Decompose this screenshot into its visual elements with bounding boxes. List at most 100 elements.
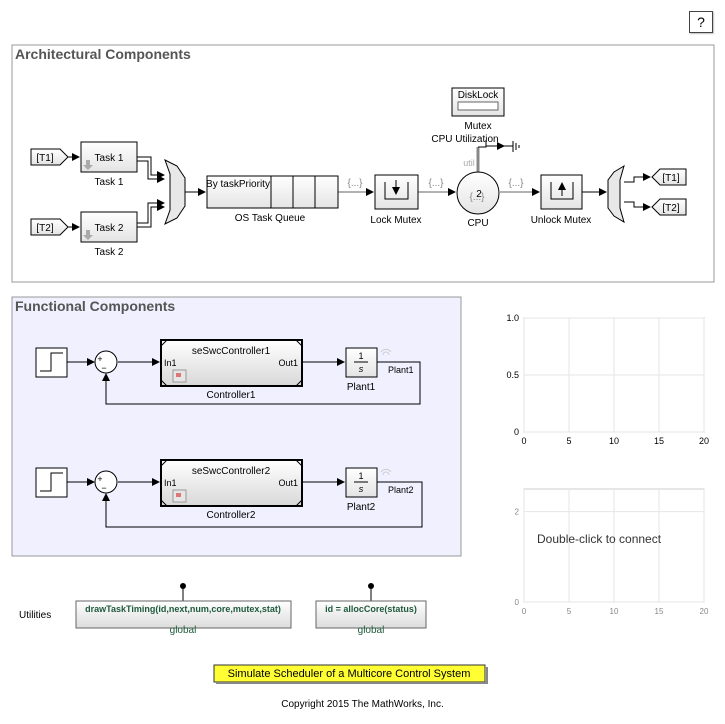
architectural-area-title: Architectural Components: [15, 46, 191, 62]
y-tick-label: 0: [514, 427, 519, 437]
plot-2-grid: [523, 489, 705, 603]
x-tick-label: 5: [567, 607, 572, 616]
controller1-title: seSwcController1: [192, 346, 271, 357]
architecture-wires: [68, 140, 651, 231]
controller2-in-port: In1: [164, 478, 177, 488]
unlock-mutex-name: Unlock Mutex: [531, 215, 592, 226]
functional-area-title: Functional Components: [15, 298, 175, 314]
plant1-block[interactable]: 1 s Plant1: [345, 347, 378, 393]
bus-signal-1: {...}: [347, 178, 363, 189]
plant1-name: Plant1: [347, 382, 376, 393]
x-tick-label: 0: [521, 436, 526, 446]
task2-block-label: Task 2: [95, 223, 124, 234]
sum-block-2[interactable]: + −: [94, 470, 118, 494]
from-tag-t1-label: [T1]: [36, 153, 53, 164]
x-tick-label: 15: [654, 436, 664, 446]
task-arrow-icon: [83, 230, 93, 240]
help-button[interactable]: ?: [689, 11, 713, 33]
y-tick-label: 0: [515, 598, 520, 607]
utility-function-draw-task-timing[interactable]: drawTaskTiming(id,next,num,core,mutex,st…: [75, 583, 292, 636]
message-merge-block[interactable]: [164, 158, 186, 226]
unlock-mutex-block[interactable]: Unlock Mutex: [531, 174, 592, 226]
alloc-core-scope: global: [358, 625, 385, 636]
step-source-2[interactable]: [35, 467, 68, 498]
plant1-den: s: [359, 364, 364, 374]
functional-area[interactable]: Functional Components: [11, 296, 462, 557]
goto-tag-t2[interactable]: [T2]: [651, 198, 687, 216]
task1-block[interactable]: Task 1 Task 1: [80, 141, 138, 188]
draw-task-timing-scope: global: [170, 625, 197, 636]
controller1-out-port: Out1: [278, 358, 298, 368]
plot-2-connect-hint[interactable]: Double-click to connect: [537, 532, 662, 546]
disklock-mutex-block[interactable]: DiskLock Mutex: [451, 87, 505, 132]
plant2-block[interactable]: 1 s Plant2: [345, 467, 378, 513]
task1-block-label: Task 1: [95, 153, 124, 164]
lock-mutex-name: Lock Mutex: [370, 215, 421, 226]
bus-signal-2: {...}: [428, 178, 444, 189]
utility-function-alloc-core[interactable]: id = allocCore(status) global: [315, 583, 427, 636]
sum-plus-2: +: [97, 474, 102, 484]
alloc-core-signature: id = allocCore(status): [325, 604, 417, 614]
model-reference-icon: [172, 489, 187, 503]
plant2-name: Plant2: [347, 502, 376, 513]
goto-tag-t1-label: [T1]: [662, 173, 679, 184]
queue-order-label: By taskPriority: [206, 179, 270, 190]
utilities-label: Utilities: [19, 610, 51, 621]
task1-name: Task 1: [95, 177, 124, 188]
x-tick-label: 20: [700, 607, 709, 616]
controller2-title: seSwcController2: [192, 466, 271, 477]
plot-1-grid: [523, 317, 705, 433]
x-tick-label: 0: [522, 607, 527, 616]
task2-block[interactable]: Task 2 Task 2: [80, 211, 138, 258]
plant1-output-label: Plant1: [388, 365, 414, 375]
signal-logging-icon: [380, 468, 392, 476]
controller1-name: Controller1: [207, 390, 256, 401]
queue-name: OS Task Queue: [235, 213, 306, 224]
mutex-name: Mutex: [464, 121, 491, 132]
x-tick-label: 15: [655, 607, 664, 616]
utilization-terminator[interactable]: [504, 141, 520, 152]
output-switch-block[interactable]: [607, 164, 625, 224]
goto-tag-t2-label: [T2]: [662, 203, 679, 214]
cpu-name: CPU: [467, 218, 488, 229]
sum-block-1[interactable]: + −: [94, 350, 118, 374]
plant2-output-label: Plant2: [388, 485, 414, 495]
bus-signal-labels: {...} {...} {...}: [347, 178, 524, 189]
sum-minus-1: −: [101, 363, 106, 373]
sum-plus-1: +: [97, 354, 102, 364]
x-tick-label: 10: [609, 436, 619, 446]
controller1-block[interactable]: seSwcController1 In1 Out1 Controller1: [160, 339, 303, 401]
x-tick-label: 20: [699, 436, 709, 446]
os-task-queue[interactable]: By taskPriority OS Task Queue: [206, 175, 339, 224]
controller2-block[interactable]: seSwcController2 In1 Out1 Controller2: [160, 459, 303, 521]
simulate-scheduler-label: Simulate Scheduler of a Multicore Contro…: [228, 668, 471, 680]
disklock-label: DiskLock: [458, 90, 500, 101]
y-tick-label: 2: [515, 508, 520, 517]
step-source-1[interactable]: [35, 347, 68, 378]
signal-logging-icon: [380, 348, 392, 356]
cpu-server-block[interactable]: CPU Utilization util 2 {...} CPU: [431, 134, 500, 229]
functional-wires: [67, 358, 423, 528]
y-tick-label: 1.0: [506, 313, 519, 323]
plant2-den: s: [359, 484, 364, 494]
from-tag-t2-label: [T2]: [36, 223, 53, 234]
task-arrow-icon: [83, 160, 93, 170]
cpu-count: 2: [476, 189, 482, 200]
from-tag-t2[interactable]: [T2]: [30, 218, 69, 236]
controller1-in-port: In1: [164, 358, 177, 368]
plant1-num: 1: [358, 351, 363, 361]
from-tag-t1[interactable]: [T1]: [30, 148, 69, 166]
simulate-scheduler-button[interactable]: Simulate Scheduler of a Multicore Contro…: [213, 664, 488, 684]
task2-name: Task 2: [95, 247, 124, 258]
model-reference-icon: [172, 369, 187, 383]
goto-tag-t1[interactable]: [T1]: [651, 168, 687, 186]
cpu-bus-signal: {...}: [469, 192, 485, 203]
draw-task-timing-signature: drawTaskTiming(id,next,num,core,mutex,st…: [85, 604, 281, 614]
lock-mutex-block[interactable]: Lock Mutex: [370, 174, 422, 226]
sum-minus-2: −: [101, 483, 106, 493]
